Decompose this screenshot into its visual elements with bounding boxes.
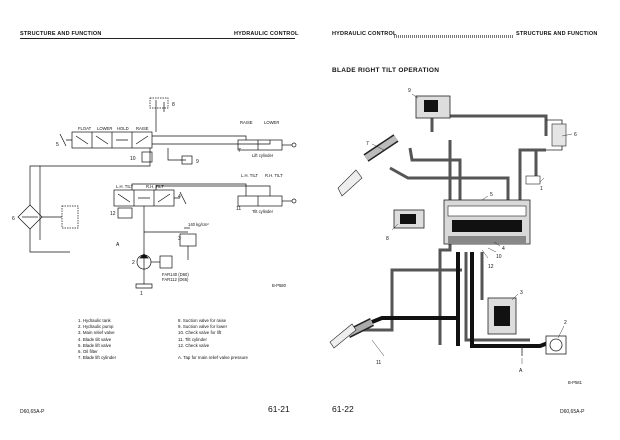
callout-9: 9 [408,88,411,94]
tilt-label-rh: R.H. TILT [146,184,164,189]
legend-item: 10. Check valve for lift [178,330,222,336]
legend-left-column: 1. Hydraulic tank 2. Hydraulic pump 3. M… [78,318,116,361]
hydraulic-circuit-diagram: FLOAT LOWER HOLD RAISE RAISE LOWER L.H. … [12,97,297,297]
callout-5: 5 [490,192,493,198]
callout-8: 8 [386,236,389,242]
callout-1: 1 [140,291,143,297]
left-footer-model: D60,65A-P [20,409,45,415]
legend-item: 8. Suction valve for raise [178,318,227,323]
callout-6: 6 [574,132,577,138]
callout-5: 5 [56,142,59,148]
cyl-label-lower: LOWER [264,120,279,125]
legend-item: 3. Main relief valve [78,330,115,336]
legend-item: 9. Suction valve for lower [178,324,228,330]
tilt-cylinder-label: Tilt cylinder [252,209,274,214]
legend-item: 11. Tilt cylinder [178,336,207,342]
legend-item: 4. Blade tilt valve [78,336,112,342]
left-figure-code: B-P580 [272,283,287,288]
callout-7: 7 [238,148,241,154]
right-header-section: STRUCTURE AND FUNCTION [516,31,598,37]
cyl-label-lh-tilt: L.H. TILT [241,173,259,178]
left-header-rule [20,38,295,39]
tilt-cylinder [237,195,283,207]
right-header-hatch [394,35,514,38]
callout-2: 2 [564,320,567,326]
callout-7: 7 [366,141,369,147]
right-footer-model: D60,65A-P [560,409,585,415]
spool-label-float: FLOAT [78,126,92,131]
legend-item: A. Tap for main relief valve pressure [178,355,248,361]
relief-pressure: 140 kg/cm² [188,222,209,227]
callout-8: 8 [172,102,175,108]
callout-12: 12 [110,211,116,217]
legend-item: 7. Blade lift cylinder [78,355,117,361]
callout-12: 12 [488,264,494,270]
right-page-number: 61-22 [332,404,354,414]
spool-label-lower: LOWER [97,126,112,131]
callout-10: 10 [496,254,502,260]
left-page-number: 61-21 [268,404,290,414]
lift-cylinder [237,139,283,151]
callout-9: 9 [196,159,199,165]
callout-a: A [116,242,120,248]
spool-label-raise: RAISE [136,126,149,131]
callout-11: 11 [376,360,381,366]
callout-10: 10 [130,156,136,162]
callout-4: 4 [178,194,181,200]
tilt-label-lh: L.H. TILT [116,184,134,189]
blade-tilt-diagram: 9 7 6 1 5 8 4 12 10 3 2 11 A B-P581 [329,88,583,385]
cyl-label-rh-tilt: R.H. TILT [265,173,283,178]
callout-4: 4 [502,246,505,252]
callout-a: A [519,368,523,374]
right-page-title: BLADE RIGHT TILT OPERATION [332,67,440,74]
lift-cylinder-label: Lift cylinder [252,153,274,158]
callout-6: 6 [12,216,15,222]
callout-2: 2 [132,260,135,266]
right-figure-code: B-P581 [568,380,583,385]
right-header-chapter: HYDRAULIC CONTROL [332,31,397,37]
callout-1: 1 [540,186,543,192]
main-relief-valve [179,233,197,247]
legend-right-column: 8. Suction valve for raise 9. Suction va… [178,318,248,361]
model-code-1: FAR140 (D60) [162,272,189,277]
callout-3: 3 [520,290,523,296]
legend-item: 1. Hydraulic tank [78,318,111,323]
legend-item: 12. Check valve [178,342,210,348]
left-header-chapter: HYDRAULIC CONTROL [234,31,299,37]
legend-item: 2. Hydraulic pump [78,324,114,330]
legend-item: 6. Oil filter [78,349,98,355]
model-code-2: FAR112 (D65) [162,277,189,282]
callout-11: 11 [236,206,241,212]
left-page: STRUCTURE AND FUNCTION HYDRAULIC CONTROL [12,31,299,415]
legend-item: 5. Blade lift valve [78,342,112,348]
spool-label-hold: HOLD [117,126,129,131]
cyl-label-raise: RAISE [240,120,253,125]
right-page: HYDRAULIC CONTROL STRUCTURE AND FUNCTION… [312,0,620,440]
callout-3: 3 [178,236,181,242]
left-header-section: STRUCTURE AND FUNCTION [20,31,102,37]
